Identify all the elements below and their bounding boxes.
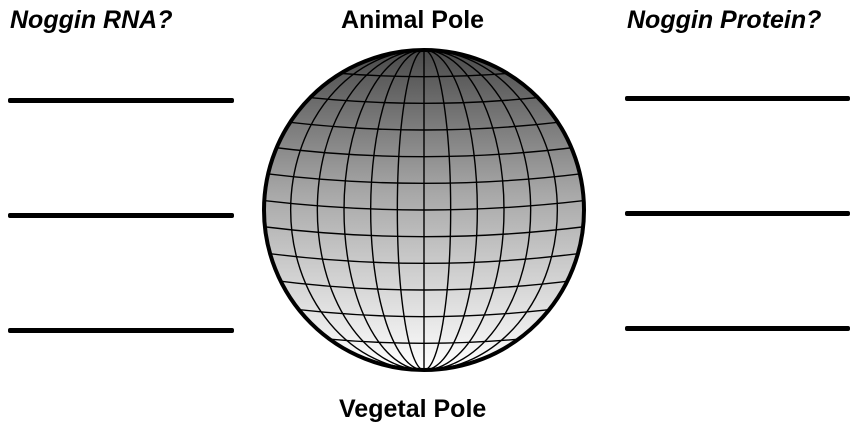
- protein-answer-line-2: [625, 211, 850, 216]
- rna-answer-line-1: [8, 98, 234, 103]
- protein-answer-line-1: [625, 96, 850, 101]
- animal-pole-label: Animal Pole: [341, 8, 484, 33]
- rna-answer-line-2: [8, 213, 234, 218]
- rna-answer-line-3: [8, 328, 234, 333]
- protein-answer-line-3: [625, 326, 850, 331]
- embryo-sphere: [254, 40, 594, 380]
- noggin-protein-label: Noggin Protein?: [627, 8, 821, 33]
- noggin-rna-label: Noggin RNA?: [10, 8, 172, 33]
- vegetal-pole-label: Vegetal Pole: [339, 397, 486, 422]
